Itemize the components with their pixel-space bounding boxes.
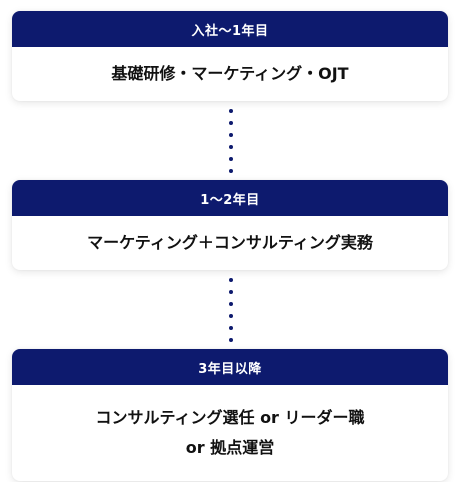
stage-2-header: 1〜2年目 (12, 180, 448, 216)
stage-1-description: 基礎研修・マーケティング・OJT (111, 64, 349, 83)
connector-dot (229, 278, 233, 282)
stage-card-2: 1〜2年目 マーケティング＋コンサルティング実務 (12, 180, 448, 270)
connector-dot (229, 326, 233, 330)
connector-dots-2 (229, 278, 233, 342)
stage-1-header: 入社〜1年目 (12, 11, 448, 47)
stage-3-description-line-1: コンサルティング選任 or リーダー職 (95, 408, 365, 427)
stage-card-3: 3年目以降 コンサルティング選任 or リーダー職 or 拠点運営 (12, 349, 448, 481)
connector-dots-1 (229, 109, 233, 173)
stage-card-1: 入社〜1年目 基礎研修・マーケティング・OJT (12, 11, 448, 101)
connector-dot (229, 145, 233, 149)
connector-dot (229, 109, 233, 113)
stage-3-body: コンサルティング選任 or リーダー職 or 拠点運営 (12, 385, 448, 481)
connector-dot (229, 133, 233, 137)
stage-2-description: マーケティング＋コンサルティング実務 (87, 233, 373, 252)
stage-3-header: 3年目以降 (12, 349, 448, 385)
stage-1-body: 基礎研修・マーケティング・OJT (12, 47, 448, 101)
stage-2-body: マーケティング＋コンサルティング実務 (12, 216, 448, 270)
connector-dot (229, 169, 233, 173)
connector-dot (229, 314, 233, 318)
stage-3-description-line-2: or 拠点運営 (185, 438, 275, 457)
connector-dot (229, 121, 233, 125)
connector-dot (229, 302, 233, 306)
connector-dot (229, 157, 233, 161)
connector-dot (229, 290, 233, 294)
connector-dot (229, 338, 233, 342)
